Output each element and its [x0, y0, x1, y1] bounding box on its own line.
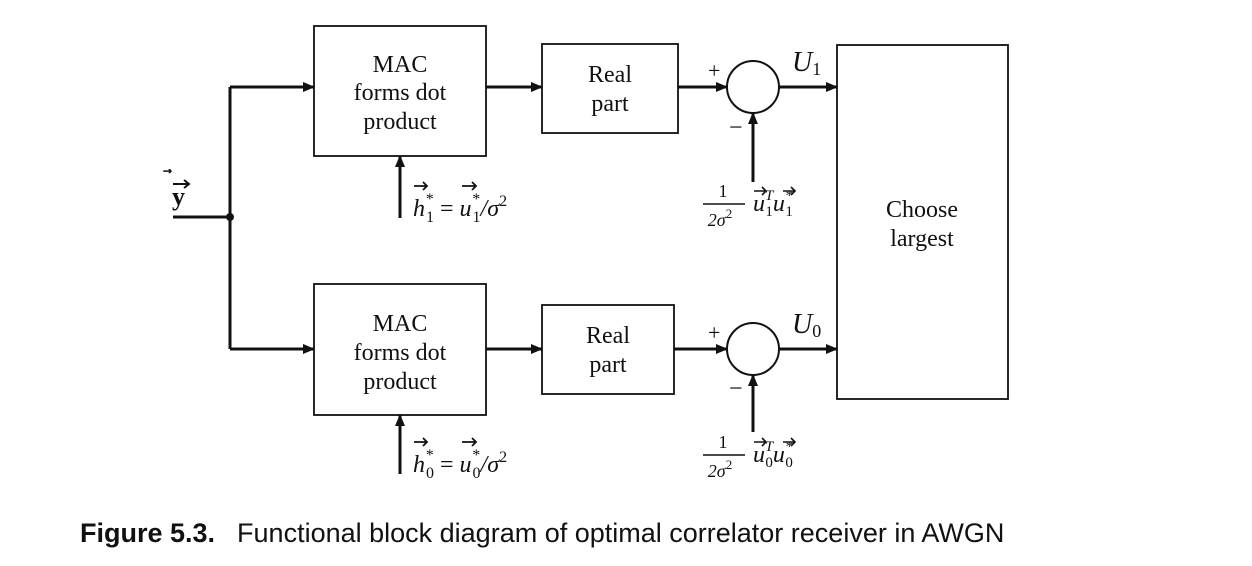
svg-text:1: 1 — [719, 181, 728, 201]
figure-caption-text: Functional block diagram of optimal corr… — [237, 518, 1005, 548]
figure-label: Figure 5.3. — [80, 518, 216, 548]
top-summing-junction — [726, 60, 780, 114]
bottom-mac-line-1: MAC — [373, 311, 428, 337]
bottom-real-line-2: part — [589, 352, 627, 378]
svg-text:2σ2: 2σ2 — [708, 206, 732, 230]
top-plus-sign: + — [708, 58, 720, 83]
decision-line-2: largest — [890, 226, 954, 252]
input-label: y — [172, 182, 185, 211]
bottom-summing-junction — [726, 322, 780, 376]
bottom-branch: MAC forms dot product Real part + − U0 h… — [313, 283, 838, 482]
bottom-real-part-block — [541, 304, 675, 395]
figure-caption: Figure 5.3. Functional block diagram of o… — [80, 518, 1004, 549]
bottom-filter-equation: h*0 = u*0/σ2 — [413, 447, 507, 482]
top-real-part-block — [541, 43, 679, 134]
bottom-real-line-1: Real — [586, 323, 630, 349]
top-filter-equation: h*1 = u*1/σ2 — [413, 191, 507, 226]
input-branch: y ⃗ — [163, 82, 315, 354]
bottom-plus-sign: + — [708, 320, 720, 345]
top-mac-line-3: product — [363, 109, 437, 135]
svg-text:2σ2: 2σ2 — [708, 457, 732, 481]
top-mac-line-1: MAC — [373, 52, 428, 78]
top-real-line-1: Real — [588, 62, 632, 88]
decision-block: Choose largest — [836, 44, 1009, 400]
top-branch: MAC forms dot product Real part + − U1 h… — [313, 25, 838, 230]
top-real-line-2: part — [591, 91, 629, 117]
top-mac-line-2: forms dot — [354, 80, 447, 106]
bottom-output-label: U0 — [792, 309, 821, 341]
top-output-label: U1 — [792, 47, 821, 79]
bottom-minus-sign: − — [729, 376, 743, 402]
bottom-mac-line-2: forms dot — [354, 340, 447, 366]
bottom-mac-line-3: product — [363, 369, 437, 395]
top-minus-sign: − — [729, 115, 743, 141]
input-vector-arrow: ⃗ — [163, 168, 172, 174]
svg-text:1: 1 — [719, 432, 728, 452]
decision-line-1: Choose — [886, 197, 958, 223]
